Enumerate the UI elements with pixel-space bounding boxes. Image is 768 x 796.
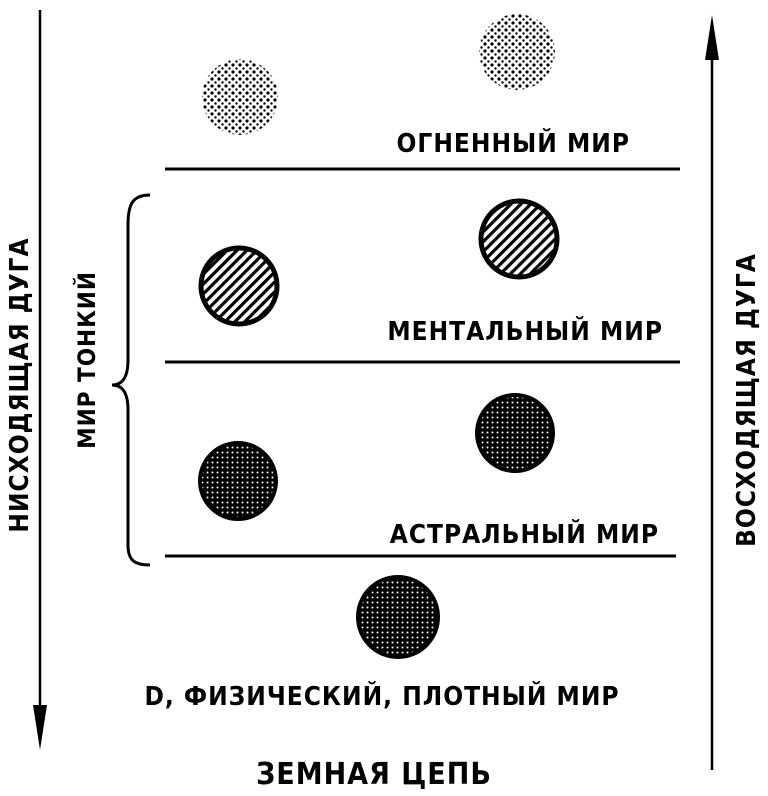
- subtle-world-brace: [111, 193, 151, 567]
- descending-arc-label: НИСХОДЯЩАЯ ДУГА: [5, 237, 35, 532]
- astral-globe-right: [475, 393, 555, 473]
- fiery-world-label: ОГНЕННЫЙ МИР: [397, 127, 630, 159]
- earth-chain-label: ЗЕМНАЯ ЦЕПЬ: [256, 757, 492, 792]
- fiery-globe-right: [479, 14, 555, 90]
- mental-globe-right: [478, 198, 560, 280]
- mental-globe-left: [198, 245, 280, 327]
- astral-world-label: АСТРАЛЬНЫЙ МИР: [390, 518, 659, 550]
- mental-world-label: МЕНТАЛЬНЫЙ МИР: [387, 315, 663, 347]
- subtle-world-label: МИР ТОНКИЙ: [72, 271, 101, 449]
- physical-globe-d: [356, 575, 440, 659]
- descending-arc-arrow: [33, 10, 47, 750]
- ascending-arc-label: ВОСХОДЯЩАЯ ДУГА: [732, 253, 762, 547]
- astral-globe-left: [198, 441, 278, 521]
- fiery-globe-left: [202, 59, 278, 135]
- physical-world-label: D, ФИЗИЧЕСКИЙ, ПЛОТНЫЙ МИР: [144, 680, 619, 712]
- ascending-arc-arrow: [705, 15, 719, 770]
